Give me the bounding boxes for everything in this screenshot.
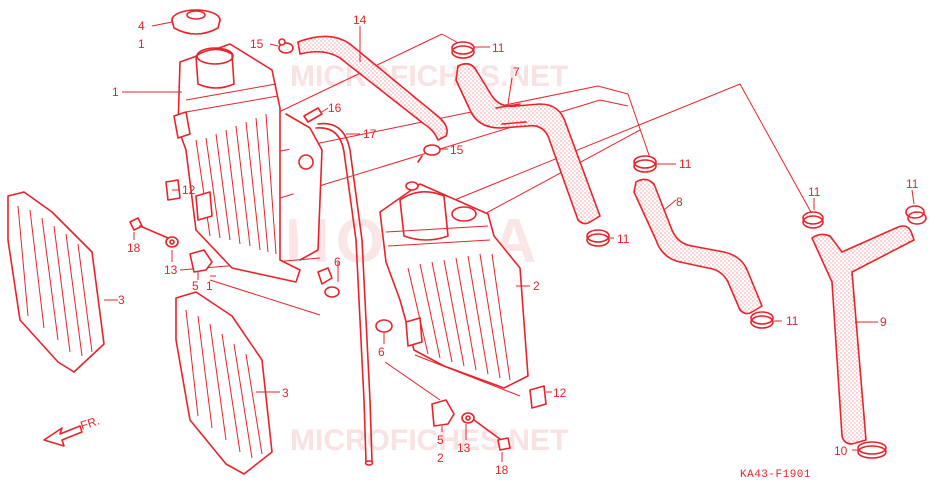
watermark-top: MICROFICHES.NET: [290, 60, 568, 93]
radiator-grille-lower: [175, 291, 273, 475]
clamp-15-top: [278, 38, 294, 54]
callout-5: 5: [192, 279, 199, 293]
callout-1: 1: [206, 279, 213, 293]
callout-7: 7: [513, 65, 520, 79]
callout-5: 5: [437, 433, 444, 447]
callout-11: 11: [492, 41, 505, 55]
clamp-11-top: [451, 41, 475, 59]
callout-labels: 4 1 15 14 11 7 1 16 17 15 11 8 11 11 11 …: [112, 13, 919, 477]
watermark-bottom: MICROFICHES.NET: [290, 424, 568, 457]
callout-11: 11: [906, 177, 919, 191]
overflow-tube-17: [315, 122, 374, 466]
grommet-5-upper: [189, 249, 213, 273]
callout-8: 8: [676, 195, 683, 209]
clamp-10: [857, 441, 887, 459]
clip-16: [303, 107, 323, 123]
grommet-5-lower: [431, 399, 455, 427]
bolt-18-lower: [473, 419, 511, 451]
callout-1: 1: [112, 85, 119, 99]
hose-7: [455, 62, 601, 225]
hose-9: [811, 225, 915, 445]
callout-4: 4: [138, 19, 145, 33]
callout-2: 2: [533, 279, 540, 293]
diagram-code: KA43-F1901: [740, 469, 811, 481]
callout-2: 2: [437, 451, 444, 465]
left-radiator: [173, 43, 333, 285]
grommet-6-upper: [324, 286, 340, 298]
callout-12: 12: [553, 386, 567, 400]
callout-6: 6: [334, 255, 341, 269]
direction-marker: FR.: [79, 414, 102, 433]
callout-12: 12: [182, 183, 196, 197]
washer-13-upper: [165, 236, 179, 248]
clamp-11-hose9-left: [802, 211, 824, 229]
right-radiator: [379, 181, 529, 389]
grommet-12-lower: [529, 385, 547, 409]
callout-3: 3: [118, 293, 125, 307]
callout-10: 10: [834, 444, 848, 458]
clamp-11-hose9-right: [905, 205, 927, 225]
callout-16: 16: [328, 101, 342, 115]
callout-13: 13: [164, 263, 178, 277]
callout-11: 11: [808, 185, 821, 199]
grommet-6-lower: [375, 319, 393, 333]
callout-1: 1: [138, 37, 145, 51]
clamp-15-middle: [417, 144, 441, 163]
callout-18: 18: [127, 241, 141, 255]
clamp-11-hose7-bottom: [586, 229, 610, 247]
radiator-cap: [171, 9, 221, 35]
callout-17: 17: [363, 127, 377, 141]
hose-8: [633, 178, 763, 315]
callout-3: 3: [282, 386, 289, 400]
callout-15: 15: [250, 37, 264, 51]
callout-leaders: [104, 21, 915, 462]
radiator-grille-upper: [7, 191, 105, 373]
washer-13-lower: [461, 412, 475, 424]
callout-13: 13: [457, 441, 471, 455]
callout-18: 18: [495, 463, 509, 477]
hose-14: [297, 35, 448, 141]
callout-9: 9: [880, 315, 887, 329]
callout-11: 11: [786, 314, 799, 328]
callout-11: 11: [679, 157, 692, 171]
callout-6: 6: [378, 345, 385, 359]
callout-14: 14: [353, 13, 367, 27]
clamp-11-hose8-bottom: [750, 311, 774, 329]
callout-11: 11: [617, 232, 630, 246]
callout-15: 15: [450, 143, 464, 157]
front-direction-arrow-icon: [43, 425, 83, 447]
bolt-18-upper: [129, 217, 169, 239]
clamp-11-hose8-top: [633, 155, 657, 173]
